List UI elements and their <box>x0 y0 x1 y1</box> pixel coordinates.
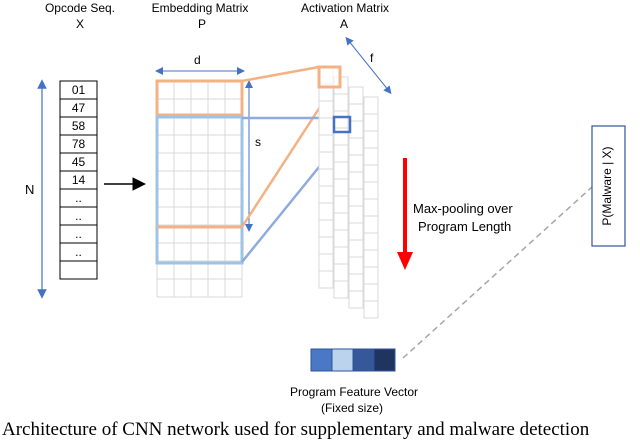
feature-vector-sublabel: (Fixed size) <box>321 401 383 415</box>
activation-matrix <box>318 66 379 319</box>
orange-activation-cell <box>317 65 342 89</box>
figure-caption: Architecture of CNN network used for sup… <box>2 419 590 440</box>
malware-probability-label: P(Malware | X) <box>600 146 614 225</box>
s-label: s <box>255 135 261 149</box>
program-feature-vector <box>310 348 396 372</box>
n-label: N <box>25 182 34 197</box>
feature-vector-cell <box>331 348 354 372</box>
opcode-sequence-table: 01 47 58 78 45 14........ <box>59 80 98 280</box>
opcode-cell: 45 <box>72 155 86 169</box>
activation-column <box>333 76 349 299</box>
blue-activation-cell <box>332 115 352 134</box>
activation-column <box>318 66 334 289</box>
opcode-table-border <box>59 80 98 280</box>
f-dimension-arrow <box>345 36 392 95</box>
feature-vector-cell <box>352 348 375 372</box>
opcode-cell: 01 <box>72 83 86 97</box>
orange-projection-bottom <box>240 86 335 228</box>
opcode-cell: .. <box>75 245 82 259</box>
maxpool-label-line2: Program Length <box>418 219 511 234</box>
opcode-cell: 47 <box>72 101 86 115</box>
opcode-cell: 58 <box>72 119 86 133</box>
feature-vector-cell <box>310 348 333 372</box>
feature-vector-cell <box>373 348 396 372</box>
opcode-cell: .. <box>75 227 82 241</box>
embedding-matrix-header: Embedding Matrix <box>152 1 249 15</box>
embedding-matrix-grid <box>156 80 243 298</box>
activation-matrix-var: A <box>340 17 348 31</box>
blue-filter-window <box>155 115 244 265</box>
feature-vector-label: Program Feature Vector <box>290 385 418 399</box>
output-connector <box>402 186 593 359</box>
embedding-matrix-var: P <box>198 17 206 31</box>
opcode-seq-var: X <box>76 17 84 31</box>
opcode-cell: .. <box>75 191 82 205</box>
opcode-cell: 78 <box>72 137 86 151</box>
opcode-seq-header: Opcode Seq. <box>45 1 115 15</box>
orange-filter-window <box>155 79 244 117</box>
orange-projection-top <box>241 65 320 83</box>
d-label: d <box>194 53 201 67</box>
opcode-cell: 14 <box>72 173 86 187</box>
maxpool-label-line1: Max-pooling over <box>413 201 513 216</box>
malware-probability-box <box>591 125 626 247</box>
activation-column <box>363 96 379 319</box>
maxpool-arrow-head <box>397 252 413 270</box>
activation-matrix-header: Activation Matrix <box>301 1 389 15</box>
activation-column <box>348 86 364 309</box>
opcode-cell: .. <box>75 209 82 223</box>
f-label: f <box>370 51 374 65</box>
